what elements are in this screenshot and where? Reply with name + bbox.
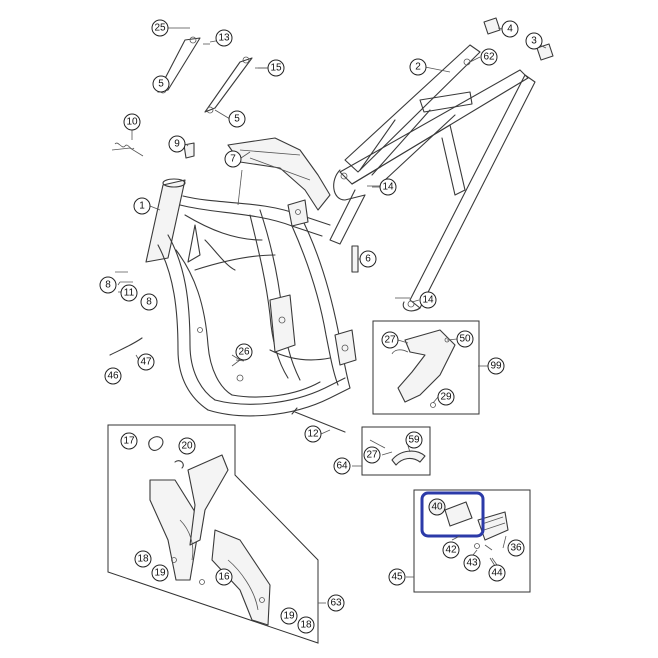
svg-text:27: 27 xyxy=(384,335,396,346)
callout-5-second: 5 xyxy=(228,110,246,128)
subframe-drawing xyxy=(329,17,554,312)
callout-36: 36 xyxy=(507,539,525,557)
svg-text:15: 15 xyxy=(270,63,282,74)
callout-46: 46 xyxy=(104,367,122,385)
callout-1: 1 xyxy=(133,197,151,215)
svg-text:20: 20 xyxy=(181,441,193,452)
callout-59: 59 xyxy=(405,431,423,449)
callout-8-second: 8 xyxy=(140,293,158,311)
svg-text:47: 47 xyxy=(140,357,152,368)
callout-29: 29 xyxy=(437,388,455,406)
svg-text:62: 62 xyxy=(483,52,495,63)
callout-10: 10 xyxy=(123,113,141,131)
callout-14-second: 14 xyxy=(419,291,437,309)
callout-9: 9 xyxy=(168,135,186,153)
callout-27: 27 xyxy=(381,331,399,349)
svg-text:18: 18 xyxy=(137,554,149,565)
callout-50: 50 xyxy=(456,330,474,348)
callout-11: 11 xyxy=(120,284,138,302)
svg-text:40: 40 xyxy=(431,502,443,513)
callout-18: 18 xyxy=(134,550,152,568)
callout-12: 12 xyxy=(304,425,322,443)
callout-5: 5 xyxy=(152,75,170,93)
callout-20: 20 xyxy=(178,437,196,455)
svg-text:2: 2 xyxy=(415,62,421,73)
svg-text:14: 14 xyxy=(382,182,394,193)
svg-text:36: 36 xyxy=(510,543,522,554)
svg-text:99: 99 xyxy=(490,361,502,372)
group-63-box xyxy=(107,424,319,644)
svg-text:29: 29 xyxy=(440,392,452,403)
svg-text:64: 64 xyxy=(336,461,348,472)
svg-text:43: 43 xyxy=(466,558,478,569)
svg-text:63: 63 xyxy=(330,598,342,609)
callout-26: 26 xyxy=(235,343,253,361)
svg-text:26: 26 xyxy=(238,347,250,358)
callout-8: 8 xyxy=(99,276,117,294)
svg-text:27: 27 xyxy=(366,450,378,461)
svg-text:1: 1 xyxy=(139,201,145,212)
callout-18-second: 18 xyxy=(297,616,315,634)
callout-62: 62 xyxy=(480,48,498,66)
svg-text:10: 10 xyxy=(126,117,138,128)
svg-text:16: 16 xyxy=(218,572,230,583)
svg-text:17: 17 xyxy=(123,436,135,447)
svg-text:25: 25 xyxy=(154,23,166,34)
callout-17: 17 xyxy=(120,432,138,450)
svg-text:14: 14 xyxy=(422,295,434,306)
highlight-box-item-40 xyxy=(420,491,485,538)
callout-27-second: 27 xyxy=(363,446,381,464)
svg-text:44: 44 xyxy=(491,568,503,579)
callout-15: 15 xyxy=(267,59,285,77)
svg-text:11: 11 xyxy=(124,288,135,299)
svg-text:8: 8 xyxy=(105,280,111,291)
callout-43: 43 xyxy=(463,554,481,572)
callout-7: 7 xyxy=(224,150,242,168)
svg-text:18: 18 xyxy=(300,620,312,631)
callout-16: 16 xyxy=(215,568,233,586)
callout-4: 4 xyxy=(501,20,519,38)
callout-40: 40 xyxy=(428,498,446,516)
callout-14: 14 xyxy=(379,178,397,196)
svg-text:8: 8 xyxy=(146,297,152,308)
svg-text:4: 4 xyxy=(507,24,513,35)
callout-44: 44 xyxy=(488,564,506,582)
callout-63: 63 xyxy=(327,594,345,612)
callout-45: 45 xyxy=(388,568,406,586)
group-45-box xyxy=(413,489,531,593)
callout-47: 47 xyxy=(137,353,155,371)
svg-text:46: 46 xyxy=(107,371,119,382)
callout-99: 99 xyxy=(487,357,505,375)
callout-64: 64 xyxy=(333,457,351,475)
svg-text:19: 19 xyxy=(154,568,166,579)
svg-text:6: 6 xyxy=(365,254,371,265)
callout-19-second: 19 xyxy=(280,607,298,625)
linkage-parts xyxy=(109,27,359,433)
callout-25: 25 xyxy=(151,19,169,37)
svg-text:5: 5 xyxy=(234,114,240,125)
svg-text:45: 45 xyxy=(391,572,403,583)
main-frame-drawing xyxy=(145,178,357,417)
svg-text:59: 59 xyxy=(408,435,420,446)
svg-text:5: 5 xyxy=(158,79,164,90)
callout-3: 3 xyxy=(525,32,543,50)
svg-text:13: 13 xyxy=(218,33,230,44)
group-64-box xyxy=(361,426,431,476)
callout-2: 2 xyxy=(409,58,427,76)
svg-text:3: 3 xyxy=(531,36,537,47)
callout-13: 13 xyxy=(215,29,233,47)
svg-text:42: 42 xyxy=(445,545,457,556)
svg-text:12: 12 xyxy=(307,429,319,440)
callout-42: 42 xyxy=(442,541,460,559)
svg-text:9: 9 xyxy=(174,139,180,150)
svg-text:50: 50 xyxy=(459,334,471,345)
svg-text:19: 19 xyxy=(283,611,295,622)
callout-6: 6 xyxy=(359,250,377,268)
callout-19: 19 xyxy=(151,564,169,582)
svg-text:7: 7 xyxy=(230,154,236,165)
